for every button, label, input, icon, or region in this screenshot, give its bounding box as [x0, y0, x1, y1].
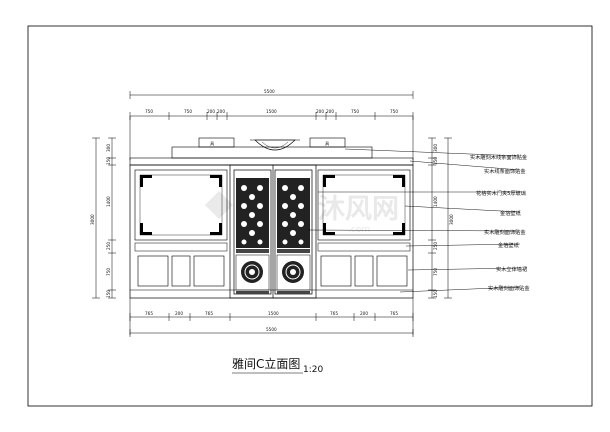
door-lattice-left: [236, 178, 269, 248]
watermark-sub: .com: [348, 225, 370, 235]
wall-outline: [129, 164, 414, 299]
left-wainscot: [137, 255, 225, 287]
bottom-seg-dim-3: 765: [205, 311, 213, 316]
left-seg-dim-5: 750: [106, 268, 111, 276]
left-upper-panel: [134, 169, 228, 241]
left-seg-dim-4: 250: [106, 242, 111, 250]
door-carved-medallions: [235, 249, 311, 294]
left-seg-dim-1: 300: [106, 144, 111, 152]
note-leaders: [307, 148, 521, 293]
watermark: 沐风网 .com: [205, 191, 399, 235]
bottom-seg-dim-2: 200: [175, 311, 183, 316]
bottom-dimension-chain: [129, 298, 414, 335]
top-seg-dim-6: 200: [316, 109, 324, 114]
drawing-title: 雅间C立面图: [232, 356, 300, 371]
bottom-dimension-overall: [129, 329, 414, 337]
bottom-seg-dim-7: 765: [390, 311, 398, 316]
right-wainscot: [320, 255, 408, 287]
left-dimension-lines: [92, 137, 116, 299]
frame-tag-left: 具: [210, 141, 215, 147]
top-seg-dim-1: 750: [145, 109, 153, 114]
watermark-logo-icon: [205, 191, 233, 219]
chair-rail: [134, 242, 411, 252]
top-seg-dim-4: 200: [217, 109, 225, 114]
left-seg-dim-6: 150: [106, 290, 111, 298]
top-seg-dim-5: 1500: [266, 109, 277, 114]
left-overall-dim-label: 3000: [90, 214, 95, 225]
door-lattice-right: [277, 178, 310, 248]
right-overall-dim-label: 3000: [449, 214, 454, 225]
note-2: 实木线条面饰贴金: [484, 167, 526, 175]
right-seg-dim-3: 1400: [433, 196, 438, 207]
frame-tag-right: 具: [325, 141, 330, 147]
right-seg-dim-5: 750: [433, 268, 438, 276]
left-corner-ornaments: [140, 175, 222, 235]
note-1: 实木雕刻木线条面饰贴金: [470, 153, 528, 161]
top-seg-dim-2: 750: [184, 109, 192, 114]
bottom-overall-dim-label: 5500: [266, 327, 277, 332]
note-6: 金箔壁纸: [498, 241, 519, 249]
top-dimension-overall: [129, 91, 414, 99]
bottom-seg-dim-1: 765: [145, 311, 153, 316]
right-seg-dim-1: 300: [433, 144, 438, 152]
top-cornice: [129, 137, 414, 166]
note-5: 实木雕刻面饰贴金: [484, 228, 526, 236]
top-seg-dim-9: 750: [390, 109, 398, 114]
bottom-seg-dim-5: 765: [330, 311, 338, 316]
note-8: 实木雕刻面饰贴金: [488, 284, 530, 292]
right-seg-dim-2: 150: [433, 157, 438, 165]
right-dimension-lines: [428, 137, 452, 299]
bottom-seg-dim-6: 200: [360, 311, 368, 316]
bottom-seg-dim-4: 1500: [268, 311, 279, 316]
right-seg-dim-6: 150: [433, 290, 438, 298]
drawing-border: [27, 25, 593, 407]
right-seg-dim-4: 250: [433, 242, 438, 250]
drawing-scale: 1:20: [303, 365, 323, 375]
note-3: 花格实木门夹5厚玻璃: [476, 189, 526, 197]
top-dimension-chain: [129, 112, 414, 160]
left-seg-dim-2: 150: [106, 157, 111, 165]
top-seg-dim-7: 200: [326, 109, 334, 114]
right-upper-panel: [317, 169, 411, 241]
top-overall-dim-label: 5500: [264, 89, 275, 94]
left-seg-dim-3: 1400: [106, 196, 111, 207]
top-seg-dim-8: 750: [351, 109, 359, 114]
top-seg-dim-3: 200: [207, 109, 215, 114]
note-4: 金箔壁纸: [500, 209, 521, 217]
right-corner-ornaments: [323, 175, 405, 235]
note-7: 实木立体墙裙: [496, 265, 527, 273]
watermark-text: 沐风网: [318, 194, 399, 225]
